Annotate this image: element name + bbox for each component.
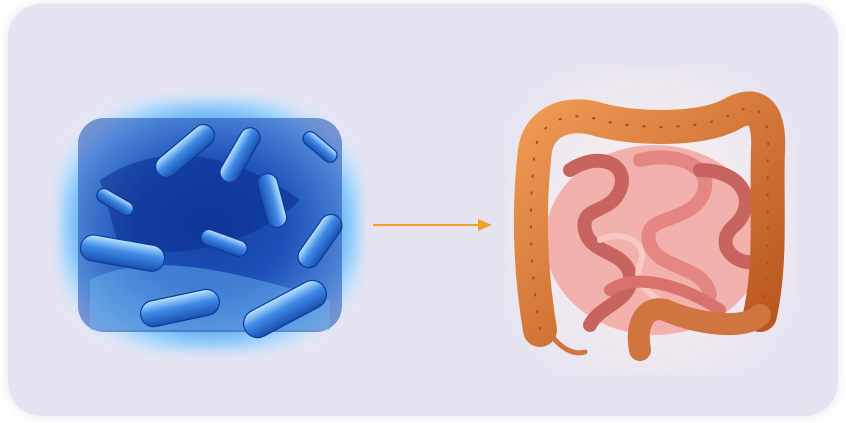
intestines-image [505,70,795,375]
arrow-right-icon [373,219,492,231]
bacteria-image [60,100,360,350]
